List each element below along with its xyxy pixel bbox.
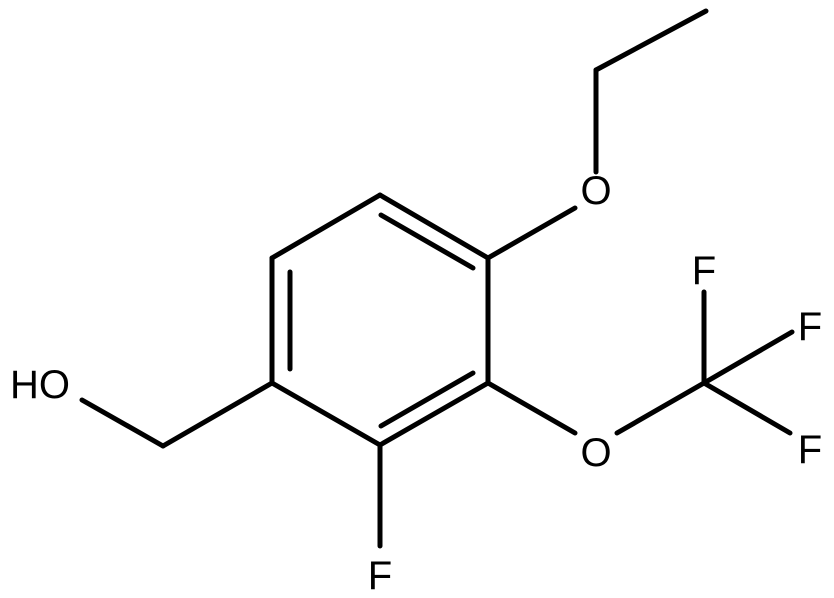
- atom-label-cf3-fluorine-right: F: [798, 305, 822, 349]
- ring-bond-c6-c1: [269, 192, 383, 261]
- bond-lines: [79, 8, 795, 549]
- bond-ring-to-ch2: [160, 380, 275, 449]
- bond-ring-to-ethoxy-oxygen: [485, 205, 578, 261]
- bond-ch2-to-hydroxyl: [79, 397, 166, 449]
- ring-bond-c4-c5: [269, 380, 383, 448]
- ring-inner-double-bond-bottom: [378, 370, 476, 429]
- bond-ring-to-trifluoromethoxy-oxygen: [485, 380, 578, 436]
- bond-cf3-to-fluorine-bottom: [701, 380, 793, 436]
- atom-label-ethoxy-oxygen: O: [580, 169, 611, 213]
- atom-label-cf3-fluorine-bottom: F: [798, 428, 822, 472]
- ring-bond-c3-c4: [377, 380, 491, 448]
- atom-label-cf3-fluorine-top: F: [692, 249, 716, 293]
- ring-inner-double-bond-top: [378, 212, 476, 271]
- atom-label-hydroxyl: HO: [10, 363, 70, 407]
- atom-label-ring-fluorine: F: [368, 554, 392, 598]
- bond-cf3-to-fluorine-right: [701, 329, 795, 386]
- bond-ethyl-ch2-ch3: [593, 8, 709, 73]
- atom-labels: HO O O F F F F: [10, 169, 822, 598]
- bond-oxygen-to-cf3-carbon: [614, 380, 707, 436]
- atom-label-trifluoromethoxy-oxygen: O: [580, 431, 611, 475]
- ring-bond-c1-c2: [377, 192, 491, 261]
